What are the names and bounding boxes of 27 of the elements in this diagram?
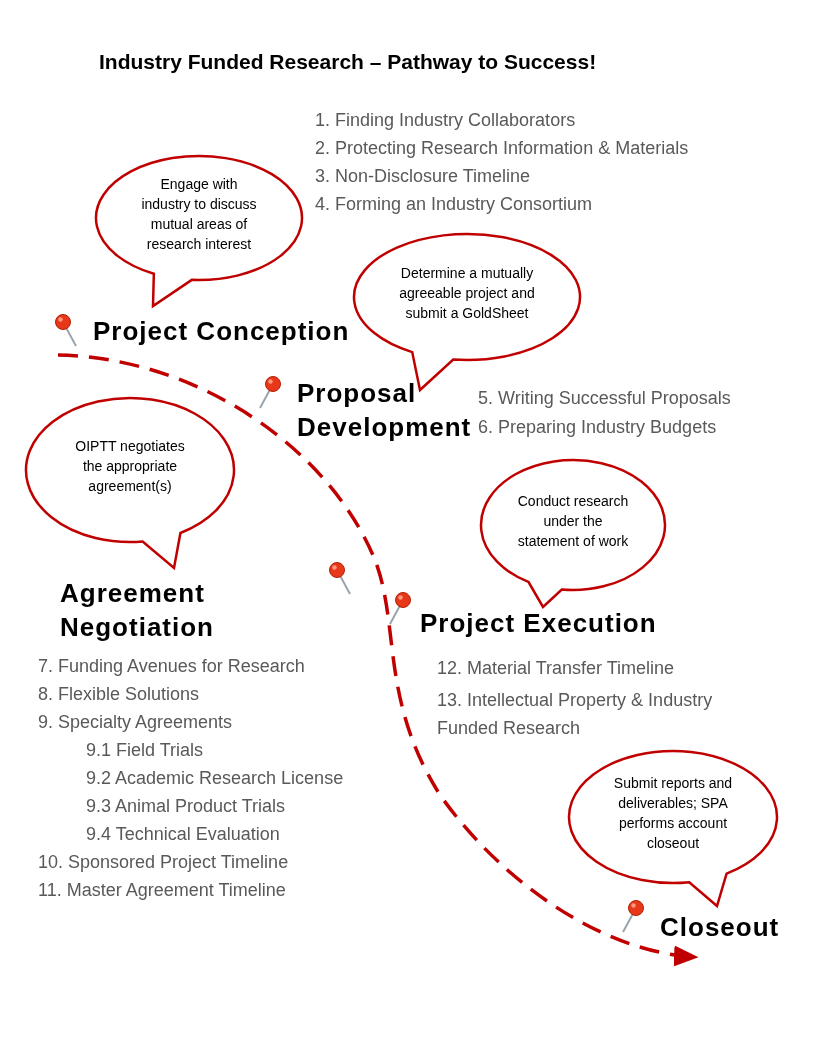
topic-list-item: 9.3 Animal Product Trials: [86, 796, 286, 817]
topic-list-item: 1. Finding Industry Collaborators: [315, 110, 576, 131]
bubble-text: Conduct research under the statement of work: [516, 492, 630, 551]
topic-list-item: 7. Funding Avenues for Research: [38, 656, 305, 677]
topic-list-item: 10. Sponsored Project Timeline: [38, 852, 289, 873]
topic-list-item: 4. Forming an Industry Consortium: [315, 194, 593, 215]
topic-list-item: 6. Preparing Industry Budgets: [478, 417, 717, 438]
title: Industry Funded Research – Pathway to Success!: [99, 50, 597, 74]
bubble-text: OIPTT negotiates the appropriate agreement(s): [74, 437, 186, 496]
topic-list-item: 13. Intellectual Property & Industry Funded Research: [437, 689, 714, 740]
topic-list-item: 5. Writing Successful Proposals: [478, 388, 731, 409]
topic-list-item: 9.2 Academic Research License: [86, 768, 344, 789]
topic-list-item: 11. Master Agreement Timeline: [38, 880, 286, 901]
topic-list-item: 9. Specialty Agreements: [38, 712, 233, 733]
topic-list-item: 9.4 Technical Evaluation: [86, 824, 280, 845]
stage-heading: Agreement Negotiation: [60, 577, 215, 644]
bubble-text: Determine a mutually agreeable project and submit a GoldSheet: [398, 264, 536, 323]
topic-list-item: 9.1 Field Trials: [86, 740, 204, 761]
stage-heading: Project Execution: [420, 607, 657, 640]
topic-list-item: 8. Flexible Solutions: [38, 684, 200, 705]
topic-list-item: 12. Material Transfer Timeline: [437, 658, 675, 679]
stage-heading: Closeout: [660, 911, 780, 944]
topic-list-item: 2. Protecting Research Information & Materials: [315, 138, 689, 159]
bubble-text: Submit reports and deliverables; SPA performs account closeout: [612, 774, 734, 853]
stage-heading: Project Conception: [93, 315, 350, 348]
topic-list-item: 3. Non-Disclosure Timeline: [315, 166, 531, 187]
bubble-text: Engage with industry to discuss mutual areas of research interest: [140, 175, 258, 254]
